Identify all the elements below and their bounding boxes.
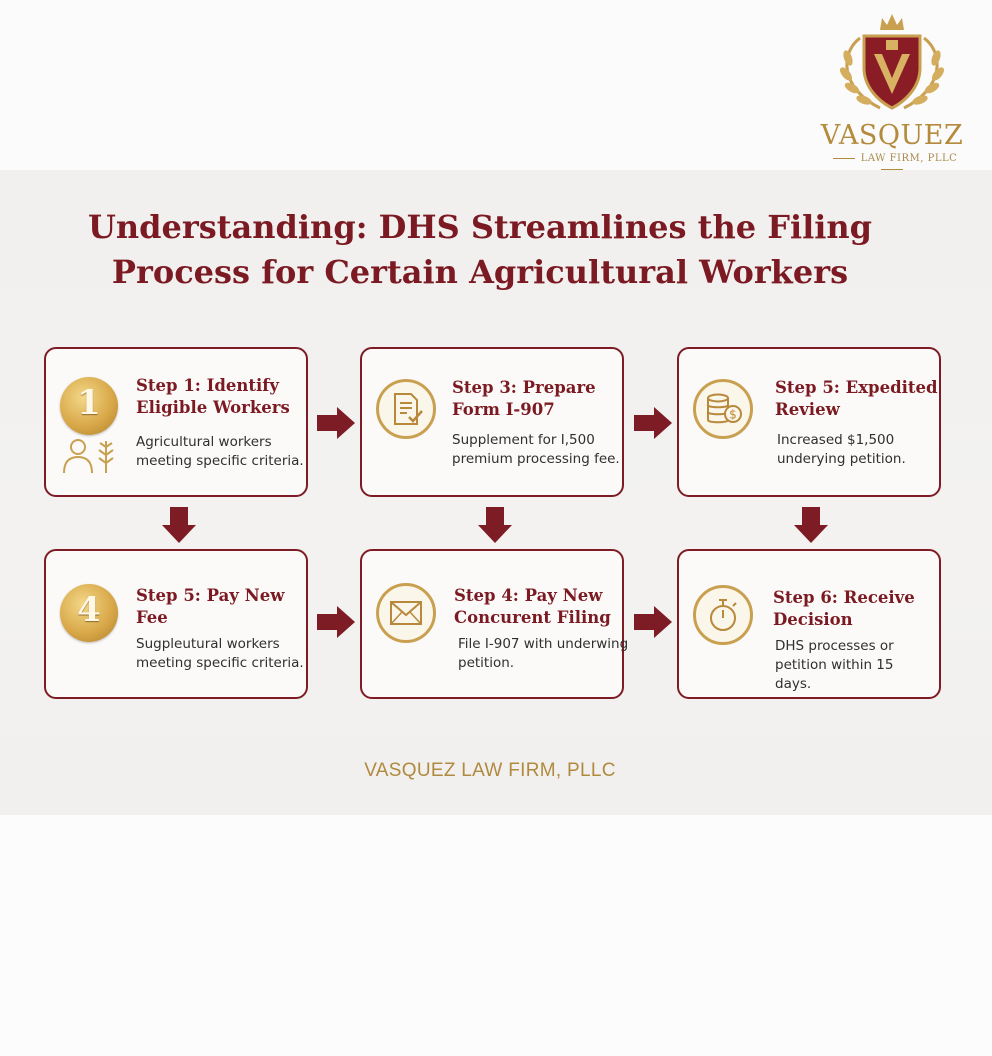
- worker-and-wheat-icon: [63, 439, 114, 474]
- step-card-2: Step 3: Prepare Form I-907 Supplement fo…: [360, 347, 624, 497]
- step-card-4: 4 Step 5: Pay New Fee Sugpleutural worke…: [44, 549, 308, 699]
- envelope-icon: [376, 583, 436, 643]
- step-description: Agricultural workers meeting specific cr…: [136, 434, 304, 469]
- step-heading: Step 5: Expedited Review: [775, 378, 938, 419]
- step-card-6: Step 6: Receive Decision DHS processes o…: [677, 549, 941, 699]
- logo-name: VASQUEZ: [820, 120, 964, 151]
- step-description: DHS processes or petition within 15 days…: [775, 638, 894, 692]
- arrow-right-icon: [317, 407, 355, 439]
- arrow-down-icon: [162, 507, 196, 543]
- step-number: 4: [77, 590, 101, 630]
- coins-dollar-icon: $: [693, 379, 753, 439]
- crest-icon: [840, 14, 944, 110]
- step-card-5: Step 4: Pay New Concurent Filing File I-…: [360, 549, 628, 699]
- number-badge-icon: 4: [60, 584, 118, 642]
- step-heading: Step 6: Receive Decision: [773, 588, 915, 629]
- page-title: Understanding: DHS Streamlines the Filin…: [60, 205, 900, 295]
- step-heading: Step 1: Identify Eligible Workers: [136, 376, 290, 417]
- footer-firm-name: VASQUEZ LAW FIRM, PLLC: [364, 760, 616, 781]
- step-heading: Step 4: Pay New Concurent Filing: [454, 586, 611, 627]
- number-badge-icon: 1: [60, 377, 118, 435]
- document-check-icon: [376, 379, 436, 439]
- logo-subtitle: LAW FIRM, PLLC: [812, 153, 972, 175]
- step-description: Sugpleutural workers meeting specific cr…: [136, 636, 304, 671]
- title-line-1: Understanding: DHS Streamlines the Filin…: [87, 208, 873, 246]
- step-description: Supplement for I,500 premium processing …: [452, 432, 620, 467]
- stopwatch-icon: [693, 585, 753, 645]
- firm-logo: VASQUEZ LAW FIRM, PLLC: [812, 8, 972, 164]
- arrow-down-icon: [478, 507, 512, 543]
- svg-text:$: $: [729, 408, 737, 422]
- step-description: File I-907 with underwing petition.: [458, 636, 629, 671]
- header-band: [0, 0, 992, 170]
- step-card-1: 1 Step 1: Identify Eligible Workers Agri…: [44, 347, 308, 497]
- step-number: 1: [77, 383, 101, 423]
- arrow-down-icon: [794, 507, 828, 543]
- step-heading: Step 5: Pay New Fee: [136, 586, 285, 627]
- title-line-2: Process for Certain Agricultural Workers: [111, 253, 849, 291]
- step-card-3: $ Step 5: Expedited Review Increased $1,…: [677, 347, 941, 497]
- step-description: Increased $1,500 underying petition.: [777, 432, 906, 467]
- footer-band: [0, 815, 992, 1056]
- arrow-right-icon: [317, 606, 355, 638]
- step-heading: Step 3: Prepare Form I-907: [452, 378, 596, 419]
- arrow-right-icon: [634, 407, 672, 439]
- arrow-right-icon: [634, 606, 672, 638]
